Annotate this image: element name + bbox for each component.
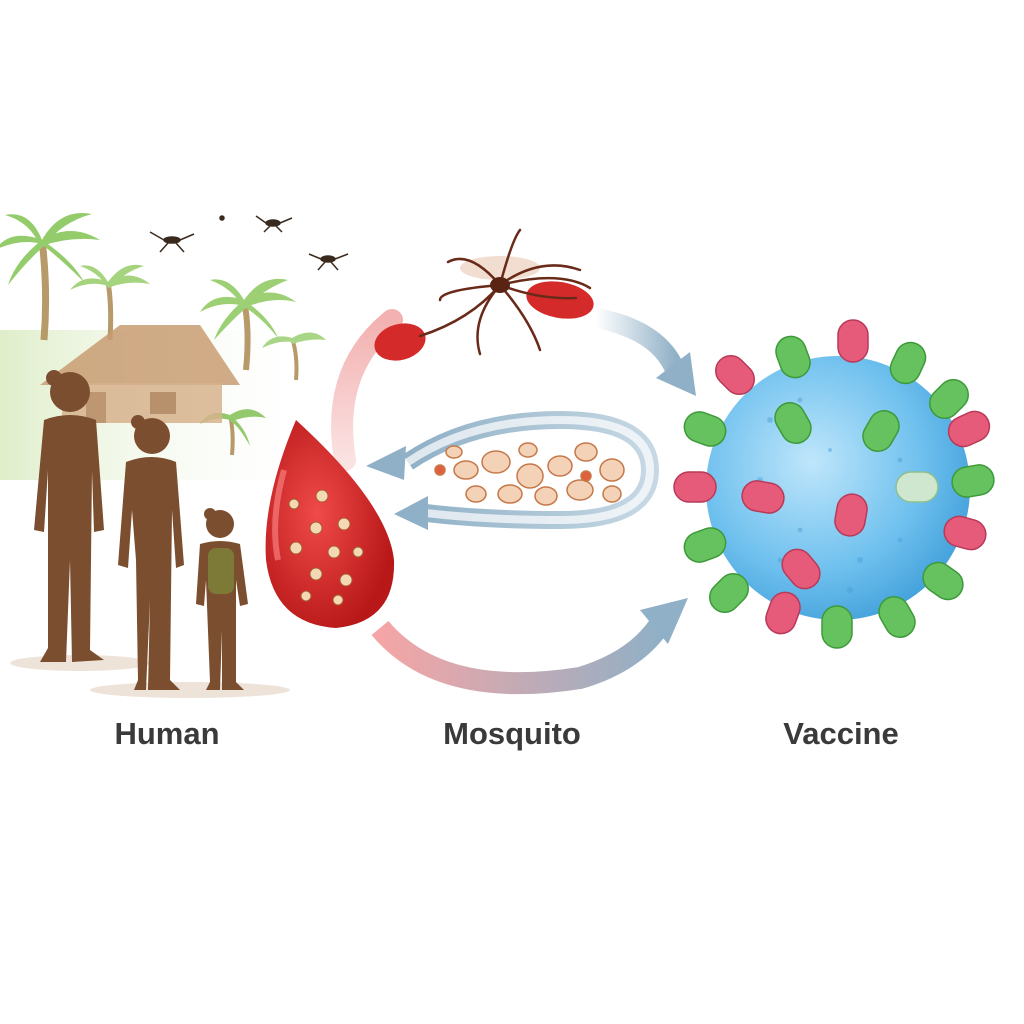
cycle-arrows-icon — [331, 308, 696, 695]
palm-tree-icon — [262, 332, 326, 381]
parasite-cells-icon — [434, 442, 625, 506]
palm-tree-icon — [200, 278, 296, 371]
palm-tree-icon — [0, 213, 100, 341]
hut-icon — [40, 325, 240, 423]
flying-mosquito-icon — [149, 215, 349, 271]
mosquito-label: Mosquito — [443, 716, 581, 751]
palm-tree-icon — [70, 264, 150, 341]
family-silhouette-icon — [10, 370, 290, 698]
blood-drop-icon — [265, 420, 395, 628]
virus-particle-icon — [673, 319, 995, 649]
mosquito-icon — [374, 228, 594, 361]
human-label: Human — [114, 716, 220, 751]
vaccine-label: Vaccine — [783, 716, 899, 751]
village-background — [0, 213, 349, 480]
